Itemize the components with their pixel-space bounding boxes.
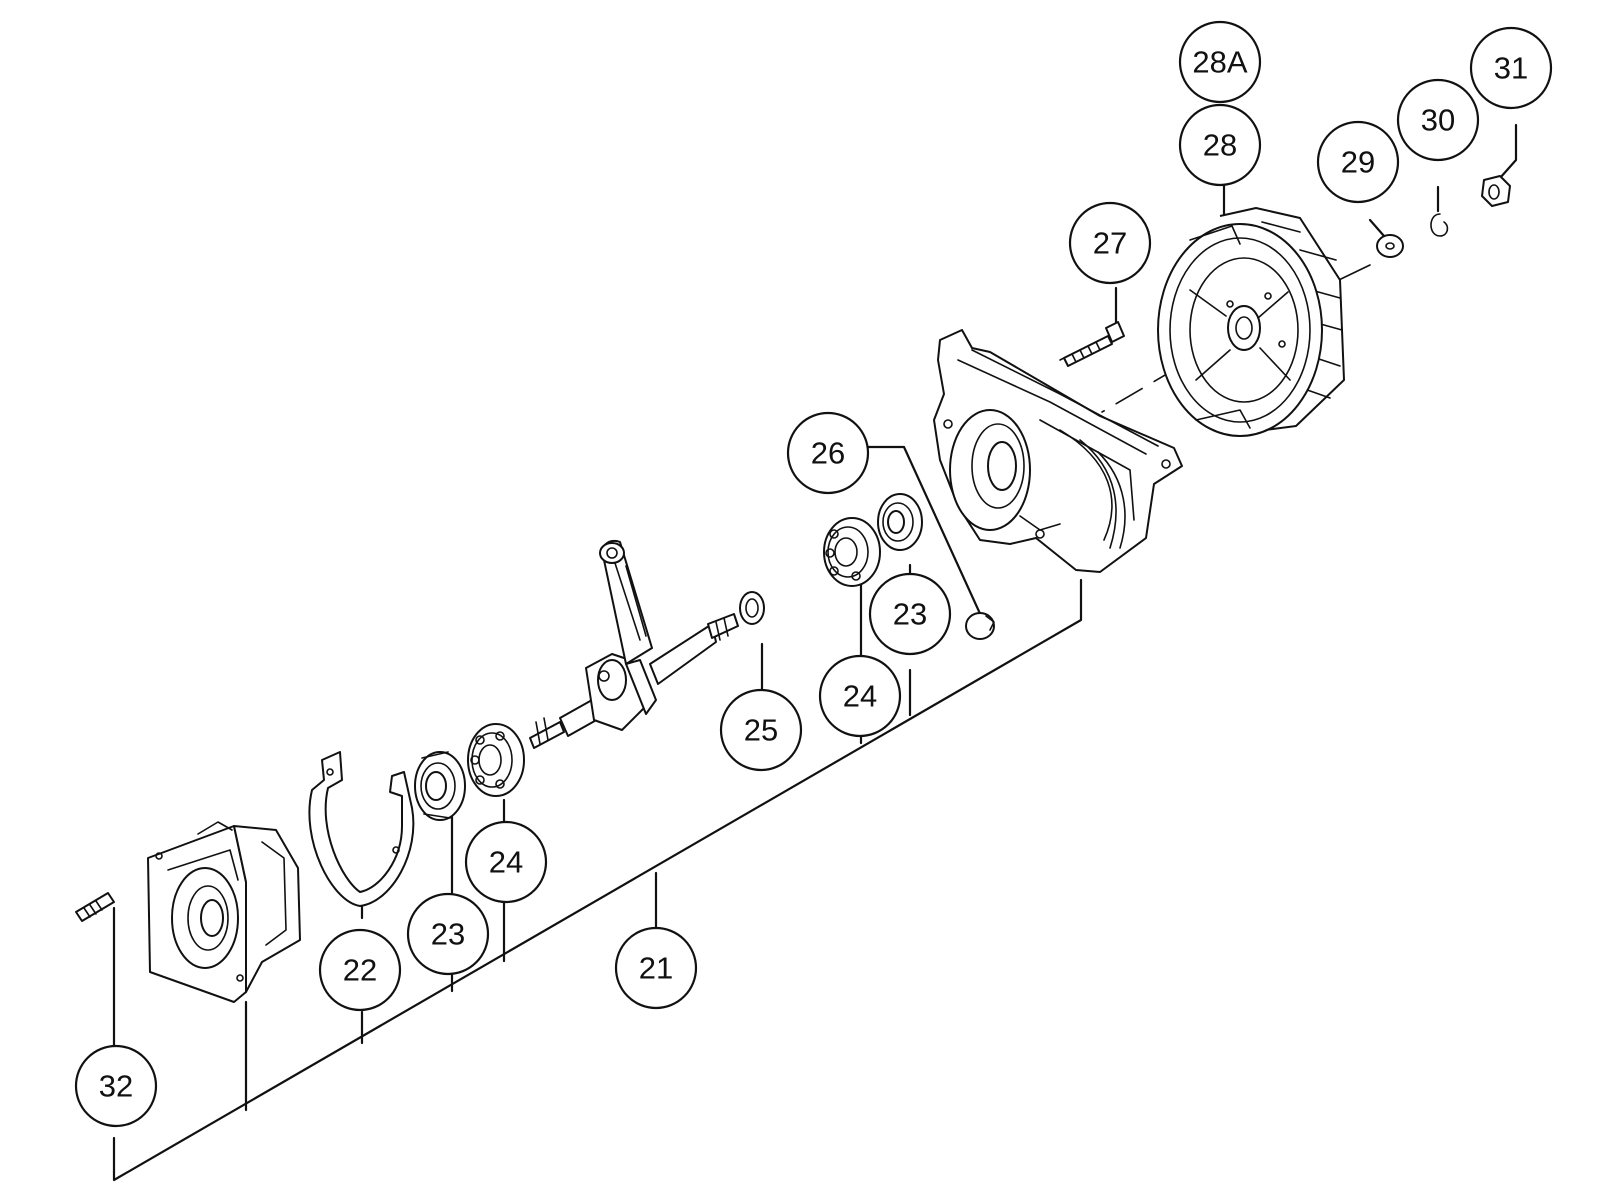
callout-label-24-left: 24	[489, 845, 523, 880]
nut-31	[1481, 175, 1511, 207]
callout-31: 31	[1469, 26, 1553, 110]
callout-28: 28	[1178, 103, 1262, 187]
callouts: 21 22 23 24 25 24 23 26	[74, 20, 1553, 1128]
callout-22: 22	[318, 928, 402, 1012]
gasket-22	[308, 751, 415, 907]
ball-bearing-24-right	[823, 517, 881, 587]
callout-label-24-right: 24	[843, 679, 877, 714]
callout-32: 32	[74, 1044, 158, 1128]
callout-label-31: 31	[1494, 51, 1528, 86]
oil-seal-23-left	[414, 751, 466, 821]
callout-label-29: 29	[1341, 145, 1375, 180]
callout-25: 25	[719, 688, 803, 772]
callout-label-23-left: 23	[431, 917, 465, 952]
callout-27: 27	[1068, 201, 1152, 285]
callout-label-30: 30	[1421, 103, 1455, 138]
callout-26: 26	[786, 411, 870, 495]
callout-label-26: 26	[811, 436, 845, 471]
callout-label-27: 27	[1093, 226, 1127, 261]
callout-24-right: 24	[818, 654, 902, 738]
washer-29	[1376, 234, 1404, 258]
callout-label-32: 32	[99, 1069, 133, 1104]
crankshaft-assembly	[529, 540, 739, 749]
screw-27	[1063, 321, 1125, 367]
callout-21: 21	[614, 926, 698, 1010]
stud-bolt-32	[75, 892, 115, 922]
crankcase-right-half	[933, 329, 1183, 573]
callout-23-right: 23	[868, 572, 952, 656]
callout-28a: 28A	[1178, 20, 1262, 104]
spring-washer-30	[1430, 213, 1449, 237]
callout-label-28: 28	[1203, 128, 1237, 163]
callout-29: 29	[1316, 120, 1400, 204]
callout-label-28a: 28A	[1192, 45, 1247, 80]
callout-23-left: 23	[406, 892, 490, 976]
crankcase-left-half	[147, 821, 301, 1003]
parts	[75, 175, 1511, 1003]
callout-label-23-right: 23	[893, 597, 927, 632]
plug-26	[965, 612, 995, 640]
ball-bearing-24-left	[467, 723, 525, 797]
flywheel-28	[1157, 207, 1345, 437]
callout-label-25: 25	[744, 713, 778, 748]
callout-label-22: 22	[343, 953, 377, 988]
oil-seal-23-right	[877, 493, 923, 551]
callout-30: 30	[1396, 78, 1480, 162]
washer-25	[739, 591, 765, 625]
callout-label-21: 21	[639, 951, 673, 986]
callout-24-left: 24	[464, 820, 548, 904]
